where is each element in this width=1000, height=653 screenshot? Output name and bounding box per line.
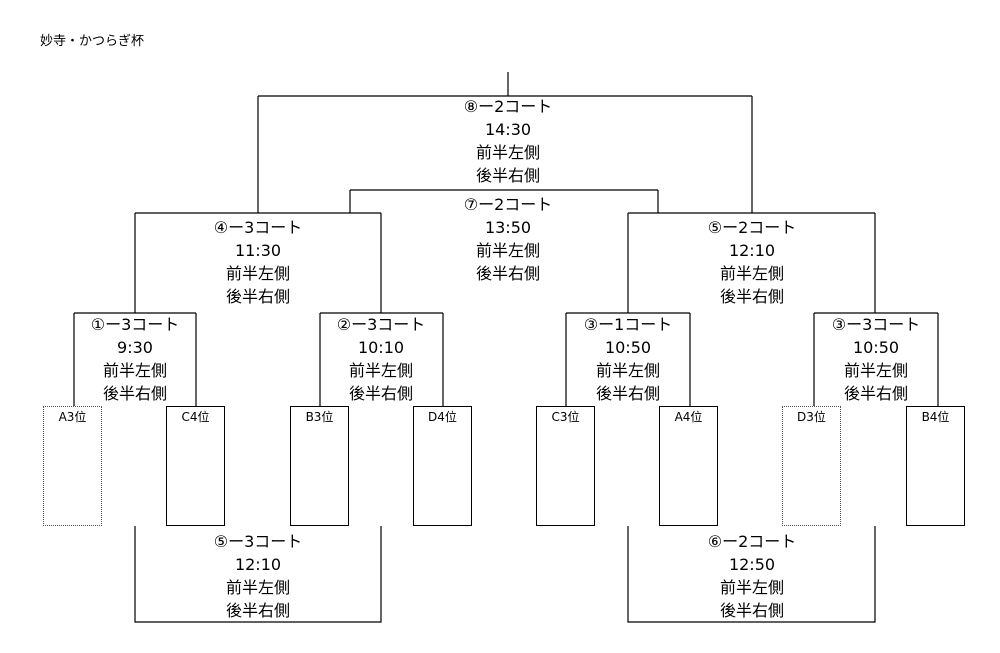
match-first-half: 前半左側 — [475, 241, 540, 260]
match-time: 10:50 — [604, 338, 652, 357]
semi-right-bracket — [627, 212, 876, 313]
match-first-half: 前半左側 — [719, 578, 784, 597]
match-r1-4: ③ー3コート 10:50 前半左側 後半右側 — [821, 313, 931, 405]
match-court: ②ー3コート — [336, 315, 426, 334]
team-box-c4: C4位 — [166, 406, 225, 526]
match-first-half: 前半左側 — [843, 361, 908, 380]
match-time: 10:50 — [852, 338, 900, 357]
semi-left-bracket — [134, 212, 382, 313]
team-label: D4位 — [428, 410, 457, 424]
r1-1-bracket — [73, 312, 197, 406]
match-first-half: 前半左側 — [102, 361, 167, 380]
match-second-half: 後半右側 — [719, 287, 784, 306]
match-court: ⑤ー2コート — [707, 218, 797, 237]
tournament-title: 妙寺・かつらぎ杯 — [40, 34, 145, 49]
team-box-b3: B3位 — [290, 406, 349, 526]
match-third-place: ⑦ー2コート 13:50 前半左側 後半右側 — [453, 193, 563, 285]
match-second-half: 後半右側 — [225, 287, 290, 306]
match-court: ①ー3コート — [90, 315, 180, 334]
team-box-c3: C3位 — [536, 406, 595, 526]
team-box-d4: D4位 — [413, 406, 472, 526]
team-box-b4: B4位 — [906, 406, 965, 526]
final-bracket — [257, 72, 753, 213]
team-box-d3: D3位 — [782, 406, 841, 526]
match-second-half: 後半右側 — [225, 601, 290, 620]
team-label: B3位 — [305, 410, 334, 424]
match-time: 12:50 — [728, 555, 776, 574]
match-consolation-left: ⑤ー3コート 12:10 前半左側 後半右側 — [203, 530, 313, 622]
team-box-a4: A4位 — [659, 406, 718, 526]
match-second-half: 後半右側 — [475, 166, 540, 185]
team-label: C3位 — [551, 410, 580, 424]
match-court: ⑧ー2コート — [463, 97, 553, 116]
match-time: 13:50 — [484, 218, 532, 237]
match-second-half: 後半右側 — [475, 264, 540, 283]
match-semi-left: ④ー3コート 11:30 前半左側 後半右側 — [203, 216, 313, 308]
match-second-half: 後半右側 — [843, 384, 908, 403]
match-r1-1: ①ー3コート 9:30 前半左側 後半右側 — [80, 313, 190, 405]
r1-4-bracket — [813, 312, 939, 406]
match-first-half: 前半左側 — [225, 578, 290, 597]
match-first-half: 前半左側 — [719, 264, 784, 283]
match-first-half: 前半左側 — [225, 264, 290, 283]
match-court: ③ー1コート — [583, 315, 673, 334]
team-label: C4位 — [181, 410, 210, 424]
match-r1-2: ②ー3コート 10:10 前半左側 後半右側 — [326, 313, 436, 405]
match-court: ⑦ー2コート — [463, 195, 553, 214]
team-label: B4位 — [921, 410, 950, 424]
match-time: 10:10 — [357, 338, 405, 357]
match-first-half: 前半左側 — [475, 143, 540, 162]
third-place-bracket — [349, 189, 659, 213]
match-consolation-right: ⑥ー2コート 12:50 前半左側 後半右側 — [697, 530, 807, 622]
match-time: 12:10 — [234, 555, 282, 574]
match-court: ④ー3コート — [213, 218, 303, 237]
match-court: ⑤ー3コート — [213, 532, 303, 551]
match-final: ⑧ー2コート 14:30 前半左側 後半右側 — [453, 95, 563, 187]
r1-2-bracket — [319, 312, 444, 406]
team-label: A3位 — [58, 410, 87, 424]
team-label: D3位 — [797, 410, 826, 424]
match-r1-3: ③ー1コート 10:50 前半左側 後半右側 — [573, 313, 683, 405]
match-first-half: 前半左側 — [595, 361, 660, 380]
team-box-a3: A3位 — [43, 406, 102, 526]
match-semi-right: ⑤ー2コート 12:10 前半左側 後半右側 — [697, 216, 807, 308]
match-second-half: 後半右側 — [595, 384, 660, 403]
match-time: 12:10 — [728, 241, 776, 260]
match-time: 9:30 — [117, 338, 153, 357]
match-second-half: 後半右側 — [348, 384, 413, 403]
r1-3-bracket — [565, 312, 691, 406]
match-time: 11:30 — [234, 241, 282, 260]
match-court: ③ー3コート — [831, 315, 921, 334]
match-second-half: 後半右側 — [719, 601, 784, 620]
match-time: 14:30 — [484, 120, 532, 139]
cons-right-bracket — [627, 526, 876, 623]
match-second-half: 後半右側 — [102, 384, 167, 403]
match-court: ⑥ー2コート — [707, 532, 797, 551]
team-label: A4位 — [674, 410, 703, 424]
match-first-half: 前半左側 — [348, 361, 413, 380]
cons-left-bracket — [134, 526, 382, 623]
